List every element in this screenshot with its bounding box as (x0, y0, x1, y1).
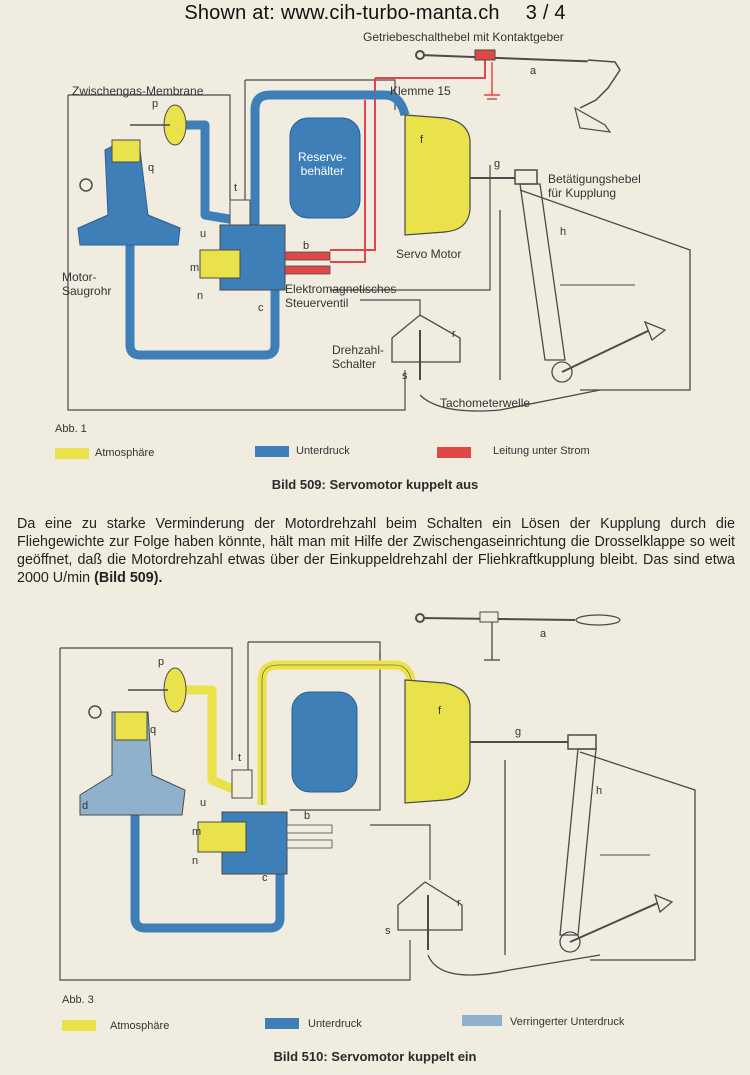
fig1-letter-f: f (420, 134, 424, 146)
body-paragraph: Da eine zu starke Verminderung der Motor… (17, 515, 735, 587)
fig1-letter-r: r (452, 328, 456, 340)
fig1-legend-vacuum-swatch (255, 446, 289, 457)
fig1-label-speedo-shaft: Tachometerwelle (440, 396, 531, 410)
fig2-legend-reduced-swatch (462, 1015, 502, 1026)
fig2-caption: Bild 510: Servomotor kuppelt ein (273, 1049, 477, 1064)
fig2-manifold (79, 711, 186, 816)
fig1-caption: Bild 509: Servomotor kuppelt aus (271, 477, 479, 492)
fig2-letter-a: a (540, 628, 547, 640)
fig1-clutch-lever (499, 183, 691, 391)
fig1-legend-current-swatch (437, 447, 471, 458)
source-url: Shown at: www.cih-turbo-manta.ch (184, 2, 500, 24)
fig1-letter-m: m (190, 262, 200, 274)
fig1-label-membrane: Zwischengas-Membrane (72, 84, 204, 98)
fig1-servo (404, 114, 471, 236)
fig2-legend-atmosphere-swatch (62, 1020, 96, 1031)
fig1-abb: Abb. 1 (55, 423, 87, 435)
fig1-legend-vacuum: Unterdruck (296, 445, 350, 457)
fig2-letter-c: c (262, 872, 268, 884)
fig1-rpm-switch (391, 314, 601, 412)
source-header: Shown at: www.cih-turbo-manta.ch 3 / 4 (0, 2, 750, 25)
fig2-letter-g: g (515, 726, 522, 738)
fig1-label-terminal: Klemme 15 (390, 84, 451, 98)
fig2-membrane (88, 667, 187, 719)
fig2-letter-h: h (596, 785, 603, 797)
fig2-legend-atmosphere: Atmosphäre (110, 1020, 170, 1032)
fig1-letter-a: a (530, 65, 537, 77)
fig1-letter-p: p (152, 98, 159, 110)
fig2-letter-m: m (192, 826, 202, 838)
fig2-abb: Abb. 3 (62, 994, 94, 1006)
fig2-legend-vacuum: Unterdruck (308, 1018, 362, 1030)
fig1-membrane (79, 104, 187, 192)
fig2-letter-r: r (457, 897, 461, 909)
body-paragraph-text: Da eine zu starke Verminderung der Motor… (17, 516, 735, 586)
fig1-control-valve (199, 199, 331, 291)
fig1-throttle (111, 139, 141, 163)
fig2-legend-reduced: Verringerter Unterdruck (510, 1016, 625, 1028)
body-paragraph-ref: (Bild 509). (94, 570, 163, 586)
fig1-reservoir (289, 117, 361, 219)
fig2-letter-s: s (385, 925, 391, 937)
fig1-letter-h: h (560, 226, 567, 238)
fig1-label-servo: Servo Motor (396, 247, 462, 261)
fig1-legend-atmosphere: Atmosphäre (95, 447, 155, 459)
fig1-letter-u: u (200, 228, 207, 240)
fig2-throttle (114, 711, 148, 741)
fig1-letter-g: g (494, 158, 501, 170)
fig2-letter-t: t (238, 752, 242, 764)
fig2-reservoir (291, 691, 358, 793)
fig2-letter-d: d (82, 800, 89, 812)
fig2-letter-n: n (192, 855, 199, 867)
fig2-letter-u: u (200, 797, 207, 809)
fig1-label-reservoir: Reserve- behälter (298, 150, 347, 178)
fig2-gear-lever (415, 611, 621, 661)
fig1-letter-s: s (402, 370, 408, 382)
fig1-label-manifold: Motor- Saugrohr (62, 270, 112, 298)
fig1-label-clutch-lever: Betätigungshebel für Kupplung (548, 172, 641, 200)
fig1-vacuum-pipes (125, 90, 410, 360)
fig2-rpm-switch (397, 881, 601, 976)
fig2-letter-p: p (158, 656, 165, 668)
fig1-letter-c: c (258, 302, 264, 314)
fig1-letter-q: q (148, 162, 155, 174)
fig2-letter-b: b (304, 810, 311, 822)
fig1-current-wire (330, 60, 486, 263)
fig2-letter-f: f (438, 705, 442, 717)
page-indicator: 3 / 4 (525, 2, 566, 24)
fig1-label-gear-lever: Getriebeschalthebel mit Kontaktgeber (363, 30, 564, 44)
fig2-atmosphere-pipe-outline (261, 664, 413, 805)
fig1-gear-lever (415, 49, 621, 133)
fig1-ground (484, 62, 500, 100)
fig2-legend-vacuum-swatch (265, 1018, 299, 1029)
fig2-vacuum-pipe (130, 815, 285, 933)
fig1-label-rpm-switch: Drehzahl- Schalter (332, 343, 385, 371)
fig2-servo (404, 679, 471, 804)
fig1-label-valve: Elektromagnetisches Steuerventil (285, 282, 397, 310)
fig1-letter-t: t (234, 182, 238, 194)
fig2-letter-q: q (150, 724, 157, 736)
fig1-legend-atmosphere-swatch (55, 448, 89, 459)
fig2-control-valve (197, 769, 333, 875)
fig1-legend-current: Leitung unter Strom (493, 445, 590, 457)
fig2-frame (59, 641, 431, 981)
fig1-letter-n: n (197, 290, 204, 302)
fig2-clutch-lever (504, 748, 696, 961)
fig1-letter-b: b (303, 240, 310, 252)
